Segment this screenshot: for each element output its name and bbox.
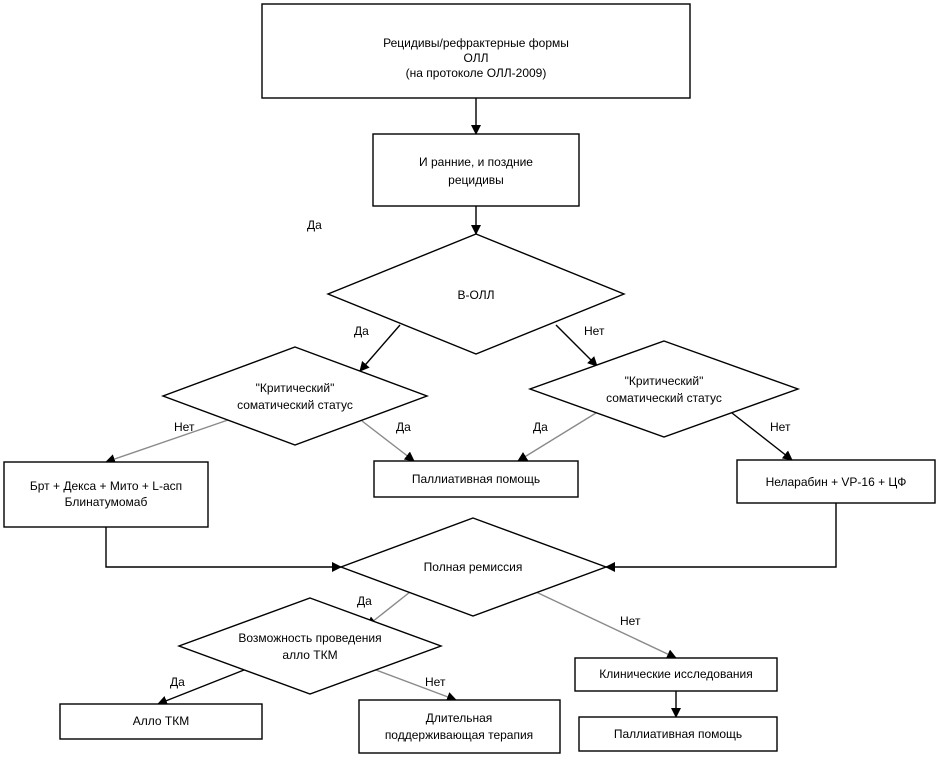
- node-critical-right-line1: "Критический": [625, 374, 704, 388]
- node-allo-possible-line1: Возможность проведения: [238, 631, 381, 645]
- edge-allo-no: [375, 669, 457, 702]
- node-b-all-line1: В-ОЛЛ: [458, 288, 495, 302]
- node-therapy-right-line1: Неларабин + VP-16 + ЦФ: [766, 475, 907, 489]
- node-maintenance-line1: Длительная: [426, 711, 493, 725]
- label-ball-no: Нет: [584, 324, 605, 338]
- label-critR-no: Нет: [770, 420, 791, 434]
- node-clinical-trials-line1: Клинические исследования: [599, 667, 752, 681]
- node-allo-tkm: Алло ТКМ: [59, 703, 263, 740]
- node-palliative-top: Паллиативная помощь: [373, 460, 579, 498]
- node-start-line2: ОЛЛ: [464, 51, 489, 65]
- node-maintenance-line2: поддерживающая терапия: [385, 728, 533, 742]
- label-rem-yes: Да: [357, 594, 372, 608]
- node-start-line1: Рецидивы/рефрактерные формы: [383, 36, 569, 50]
- node-allo-possible-line2: алло ТКМ: [282, 648, 337, 662]
- edge-rem-no: [535, 591, 677, 659]
- edge-critR-yes: [517, 412, 597, 462]
- label-critL-yes: Да: [396, 420, 411, 434]
- label-rem-no: Нет: [620, 614, 641, 628]
- node-critical-left: "Критический" соматический статус: [160, 346, 430, 446]
- node-all-relapses-line2: рецидивы: [448, 173, 504, 187]
- node-all-relapses: И ранние, и поздние рецидивы: [372, 133, 580, 207]
- node-palliative-bottom: Паллиативная помощь: [578, 716, 778, 752]
- edge-allo-yes: [157, 669, 245, 706]
- node-palliative-top-line1: Паллиативная помощь: [412, 472, 540, 486]
- label-allo-no: Нет: [425, 675, 446, 689]
- label-ball-yes: Да: [354, 324, 369, 338]
- node-maintenance: Длительная поддерживающая терапия: [358, 699, 561, 754]
- label-critR-yes: Да: [533, 420, 548, 434]
- node-start-line3: (на протоколе ОЛЛ-2009): [406, 66, 547, 80]
- node-start: Рецидивы/рефрактерные формы ОЛЛ (на прот…: [261, 3, 691, 99]
- label-critL-no: Нет: [174, 420, 195, 434]
- node-palliative-bottom-line1: Паллиативная помощь: [614, 727, 742, 741]
- node-allo-possible: Возможность проведения алло ТКМ: [176, 597, 444, 695]
- edge-critL-yes: [361, 420, 415, 462]
- node-critical-right-line2: соматический статус: [606, 391, 722, 405]
- edge-ball-yes: [359, 324, 401, 372]
- node-clinical-trials: Клинические исследования: [574, 657, 778, 692]
- edge-rem-yes: [366, 591, 411, 627]
- label-allo-yes: Да: [170, 675, 185, 689]
- node-b-all: В-ОЛЛ: [326, 233, 626, 355]
- edge-therapyL-to-remission: [105, 527, 342, 572]
- node-allo-tkm-line1: Алло ТКМ: [133, 714, 189, 728]
- node-critical-left-line1: "Критический": [256, 381, 335, 395]
- node-therapy-left-line2: Блинатумомаб: [65, 495, 148, 509]
- node-remission: Полная ремиссия: [338, 517, 609, 617]
- node-all-relapses-line1: И ранние, и поздние: [419, 155, 533, 169]
- node-therapy-right: Неларабин + VP-16 + ЦФ: [736, 459, 936, 504]
- node-therapy-left-line1: Брт + Декса + Мито + L-асп: [30, 479, 182, 493]
- edge-critR-no: [731, 412, 793, 461]
- label-stray-yes: Да: [307, 218, 322, 232]
- edge-ball-no: [555, 324, 598, 367]
- edge-critL-no: [105, 419, 229, 464]
- node-critical-right: "Критический" соматический статус: [527, 340, 801, 438]
- node-critical-left-line2: соматический статус: [237, 398, 353, 412]
- edge-therapyR-to-remission: [605, 503, 837, 572]
- node-remission-line1: Полная ремиссия: [424, 560, 523, 574]
- node-therapy-left: Брт + Декса + Мито + L-асп Блинатумомаб: [3, 461, 209, 528]
